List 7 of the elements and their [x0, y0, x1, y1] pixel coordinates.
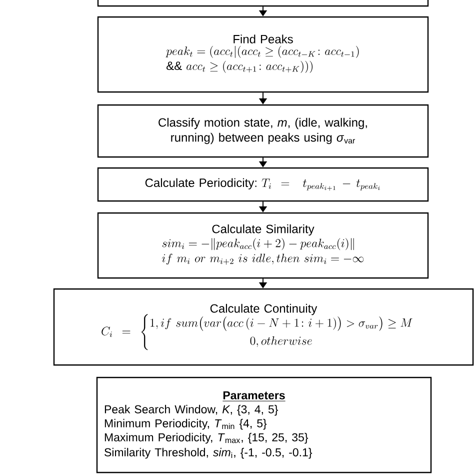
- process-box: Calculate Similarity $\begin{array}{l} sim_i = -\| peak_{acc}(i+2) - peak_{acc}(i) \| \\ if\ m_i\ or\ m_{i+2}\ is\ idle, then\ sim_i = -\infty \end{array}$: [97, 212, 429, 279]
- process-box: Find Peaks $\begin{array}{l} peak_t = (acc_t | (acc_t \geq (acc_{t-K} \colon acc_{t-1}) \\ \&\&\ acc_t \geq (acc_{t+1} \colon acc_{t+K}))) \end{array}$: [97, 16, 429, 93]
- process-box: Classify motion state, m, (idle, walking, running) between peaks using σ$_{var}$: [97, 104, 429, 158]
- process-box: Calculate Periodicity: $T_i =\ t_{peak_{i+1}} - t_{peak_i}$: [97, 167, 429, 202]
- process-box: Calculate Continuity $C_i = \begin{cases} 1, if\ sum\big(var\big(acc\,(i - N + 1 \colon i + 1)\big) > \sigma_{var}\big) \geq M \\ \hfill 0, otherwise \hfill \end{cases}$: [53, 288, 474, 366]
- process-box: [97, 0, 429, 7]
- parameters-box: Parameters Peak Search Window, K, {3, 4, 5} Minimum Periodicity, T$_{min}$ {4, 5} Maximum Periodicity, T$_{max}$, {15, 25, 35} Similarity Threshold, sim$_{i}$, {-1, -0.5, -0.1}: [96, 376, 432, 474]
